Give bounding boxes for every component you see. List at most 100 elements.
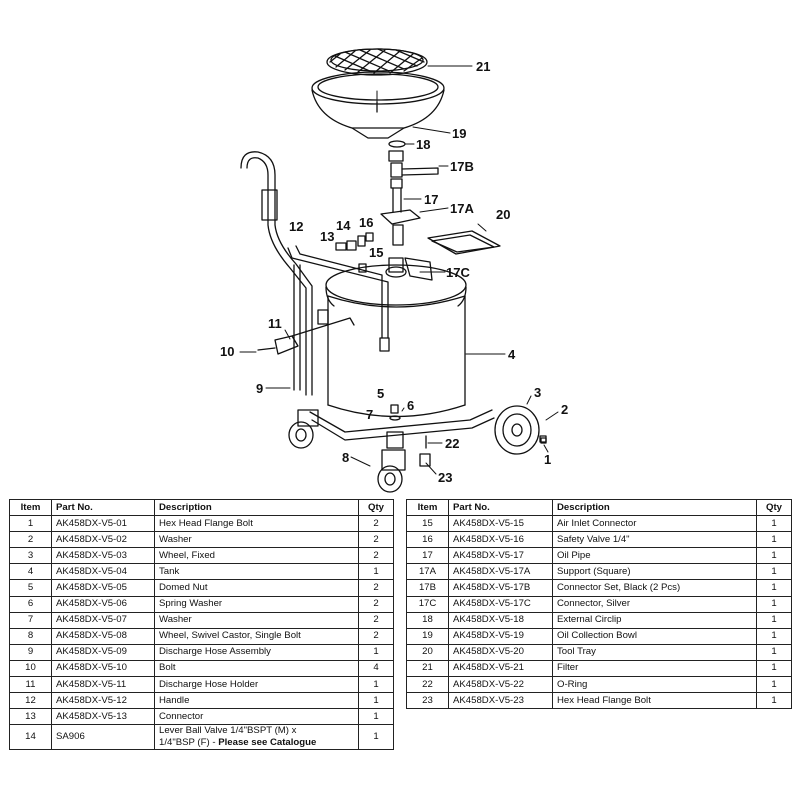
table-header-row: Item Part No. Description Qty bbox=[406, 498, 792, 517]
callout-20: 20 bbox=[496, 207, 510, 222]
cell-item: 16 bbox=[406, 531, 449, 549]
cell-item: 20 bbox=[406, 643, 449, 661]
rear-castor-part bbox=[288, 409, 319, 449]
cell-item: 18 bbox=[406, 611, 449, 629]
cell-qty: 1 bbox=[756, 692, 792, 710]
cell-part-no: AK458DX-V5-17 bbox=[448, 547, 553, 565]
callout-16: 16 bbox=[359, 215, 373, 230]
cell-part-no: AK458DX-V5-04 bbox=[51, 563, 155, 581]
cell-description: Wheel, Swivel Castor, Single Bolt bbox=[154, 627, 359, 645]
cell-item: 5 bbox=[9, 579, 52, 597]
cell-qty: 2 bbox=[358, 579, 394, 597]
callout-17: 17 bbox=[424, 192, 438, 207]
cell-item: 15 bbox=[406, 515, 449, 533]
callout-22: 22 bbox=[445, 436, 459, 451]
cell-description: Washer bbox=[154, 531, 359, 549]
cell-item: 21 bbox=[406, 659, 449, 678]
cell-part-no: AK458DX-V5-20 bbox=[448, 643, 553, 661]
cell-qty: 1 bbox=[756, 611, 792, 629]
cell-description: Hex Head Flange Bolt bbox=[154, 515, 359, 533]
description-line-2: 1/4"BSP (F) - bbox=[159, 737, 219, 749]
cell-description: Domed Nut bbox=[154, 579, 359, 597]
callout-21: 21 bbox=[476, 59, 490, 74]
cell-qty: 2 bbox=[358, 531, 394, 549]
cell-part-no: AK458DX-V5-17B bbox=[448, 579, 553, 597]
cell-part-no: AK458DX-V5-21 bbox=[448, 659, 553, 678]
swivel-castor-part bbox=[377, 431, 406, 493]
callout-19: 19 bbox=[452, 126, 466, 141]
cell-qty: 1 bbox=[358, 692, 394, 710]
header-description: Description bbox=[154, 498, 359, 517]
cell-part-no: AK458DX-V5-09 bbox=[51, 643, 155, 661]
flange-bolt-part bbox=[540, 437, 547, 444]
header-part-no: Part No. bbox=[51, 498, 155, 517]
parts-table-left: Item Part No. Description Qty 1 AK458DX-V… bbox=[9, 498, 394, 751]
cell-description: Air Inlet Connector bbox=[552, 515, 757, 533]
cell-qty: 2 bbox=[358, 547, 394, 565]
cell-item: 19 bbox=[406, 627, 449, 645]
cell-item: 17 bbox=[406, 547, 449, 565]
cell-qty: 1 bbox=[358, 724, 394, 751]
cell-description: Safety Valve 1/4" bbox=[552, 531, 757, 549]
callout-14: 14 bbox=[336, 218, 351, 233]
cell-description: Connector Set, Black (2 Pcs) bbox=[552, 579, 757, 597]
callout-12: 12 bbox=[289, 219, 303, 234]
circlip-part bbox=[388, 140, 406, 148]
hose-holder-part bbox=[257, 317, 355, 355]
cell-qty: 1 bbox=[756, 676, 792, 694]
cell-description: Tool Tray bbox=[552, 643, 757, 661]
header-qty: Qty bbox=[756, 498, 792, 517]
connector-set-part bbox=[388, 150, 439, 189]
callout-1: 1 bbox=[544, 452, 551, 467]
cell-qty: 2 bbox=[358, 595, 394, 613]
cell-qty: 1 bbox=[756, 659, 792, 678]
header-part-no: Part No. bbox=[448, 498, 553, 517]
callout-2: 2 bbox=[561, 402, 568, 417]
cell-part-no: AK458DX-V5-22 bbox=[448, 676, 553, 694]
cell-part-no: AK458DX-V5-03 bbox=[51, 547, 155, 565]
cell-qty: 1 bbox=[756, 579, 792, 597]
callout-13: 13 bbox=[320, 229, 334, 244]
callout-17A: 17A bbox=[450, 201, 474, 216]
fittings-part bbox=[335, 232, 374, 273]
cell-description: Tank bbox=[154, 563, 359, 581]
cell-item: 4 bbox=[9, 563, 52, 581]
cell-qty: 1 bbox=[756, 531, 792, 549]
cell-description: Discharge Hose Assembly bbox=[154, 643, 359, 661]
cell-description: Filter bbox=[552, 659, 757, 678]
fixed-wheel-part bbox=[494, 405, 547, 455]
cell-description: Spring Washer bbox=[154, 595, 359, 613]
table-header-row: Item Part No. Description Qty bbox=[9, 498, 394, 517]
cell-part-no: AK458DX-V5-17C bbox=[448, 595, 553, 613]
cell-item: 2 bbox=[9, 531, 52, 549]
cell-part-no: AK458DX-V5-16 bbox=[448, 531, 553, 549]
tool-tray-part bbox=[427, 230, 501, 255]
washer-part bbox=[389, 415, 401, 421]
cell-item: 9 bbox=[9, 643, 52, 661]
header-description: Description bbox=[552, 498, 757, 517]
cell-part-no: SA906 bbox=[51, 724, 155, 751]
cell-description: Oil Collection Bowl bbox=[552, 627, 757, 645]
cell-part-no: AK458DX-V5-19 bbox=[448, 627, 553, 645]
cell-part-no: AK458DX-V5-23 bbox=[448, 692, 553, 710]
cell-qty: 1 bbox=[358, 676, 394, 694]
cell-part-no: AK458DX-V5-10 bbox=[51, 659, 155, 678]
cell-item: 7 bbox=[9, 611, 52, 629]
callout-9: 9 bbox=[256, 381, 263, 396]
discharge-hose-part bbox=[240, 151, 313, 396]
callout-5: 5 bbox=[377, 386, 384, 401]
handle-part bbox=[287, 245, 389, 339]
